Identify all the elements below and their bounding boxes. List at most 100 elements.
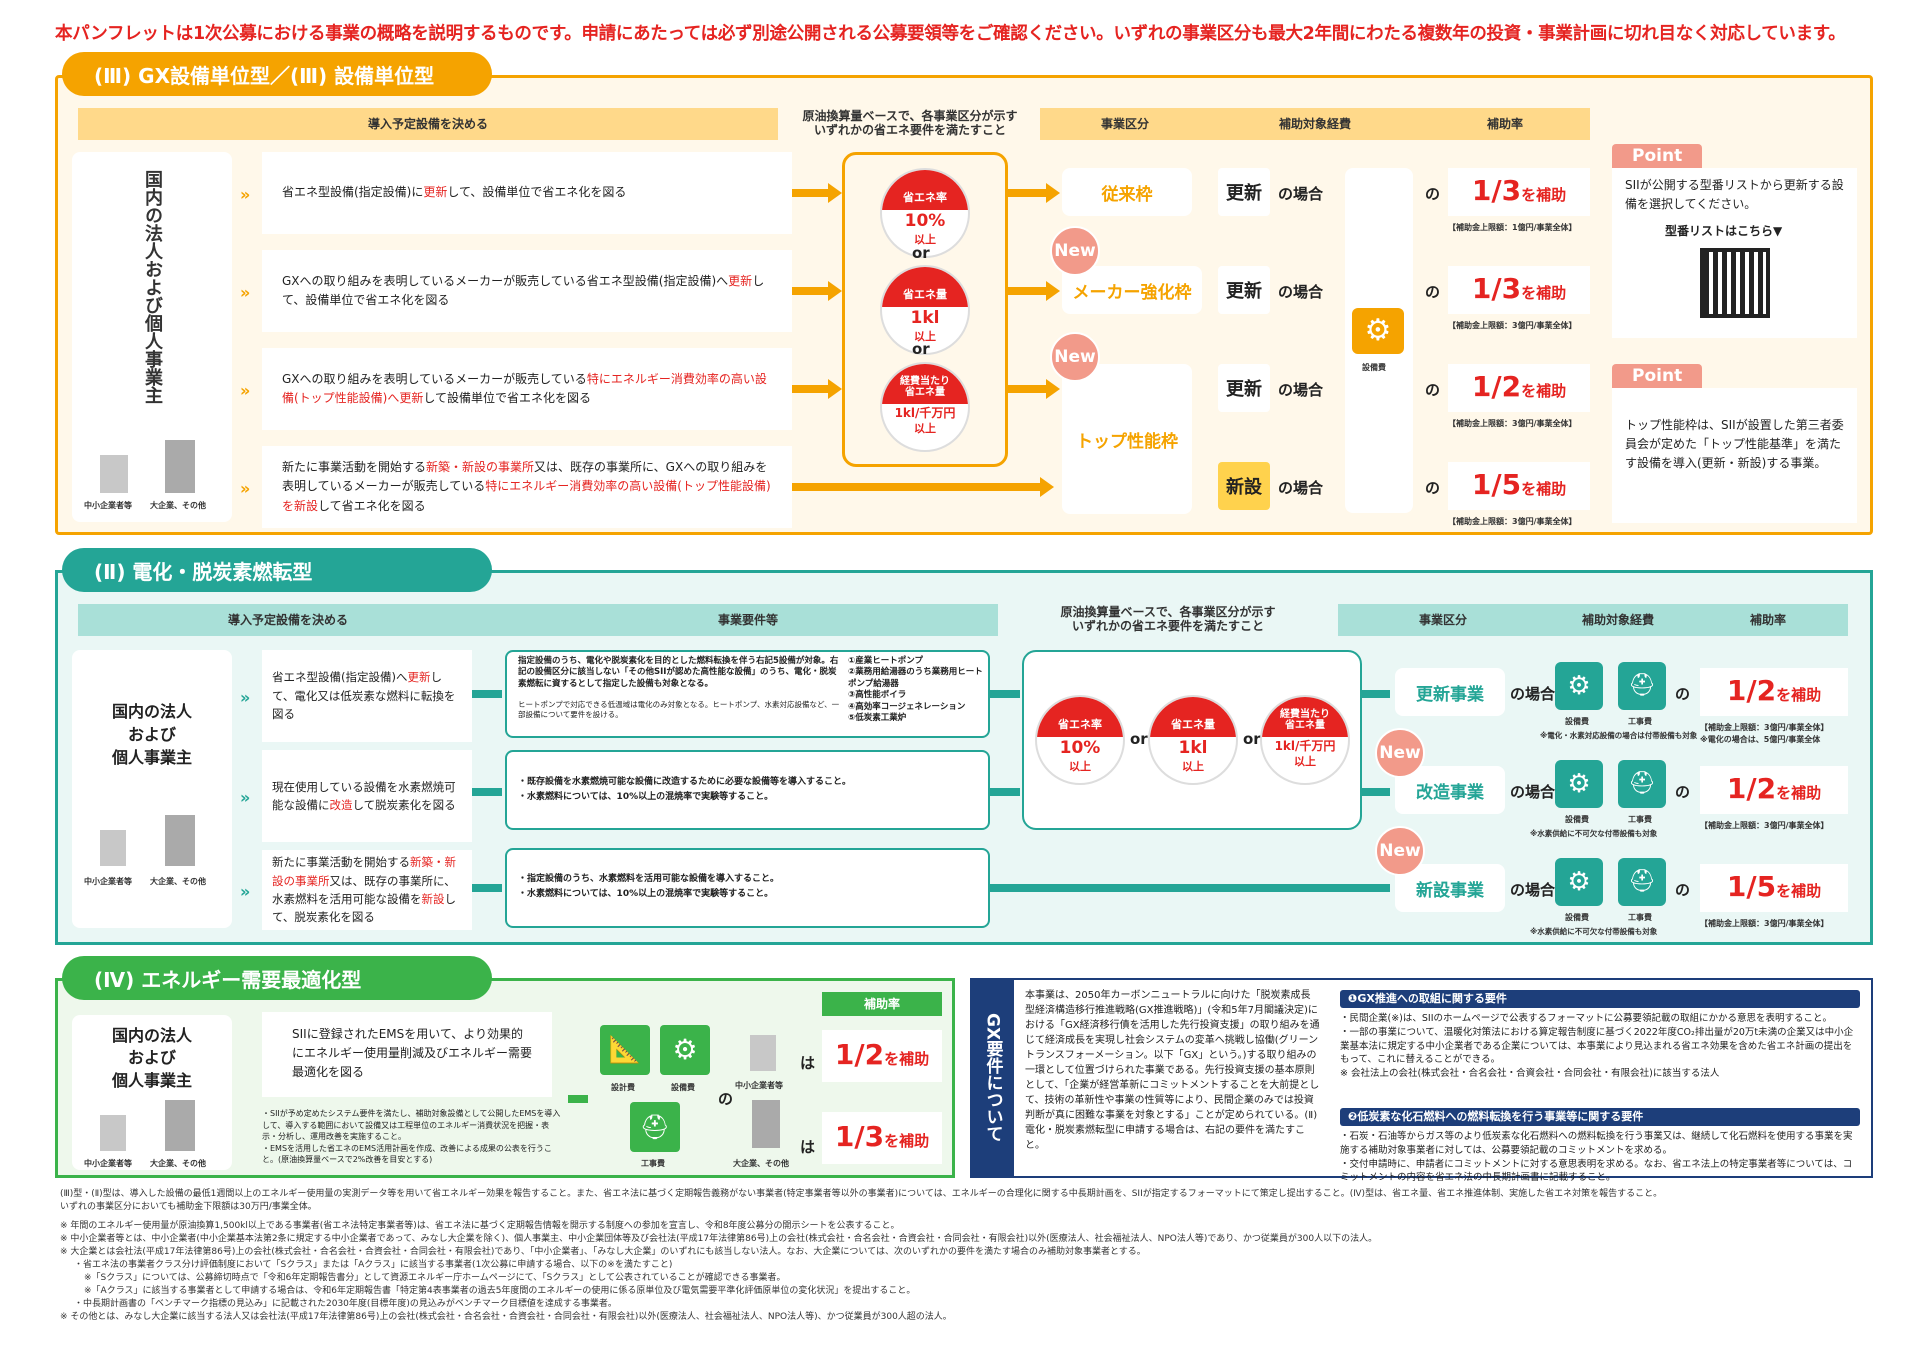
s2-req-2-text: ・既存設備を水素燃焼可能な設備に改造するために必要な設備等を導入すること。・水素… bbox=[518, 777, 852, 803]
gear-icon: ⚙ bbox=[1555, 760, 1603, 808]
point-1-link[interactable]: 型番リストはこちら▼ bbox=[1665, 224, 1783, 238]
point-2-box bbox=[1612, 388, 1857, 523]
chevron-icon: » bbox=[240, 882, 251, 901]
cat-update: 更新事業 bbox=[1395, 668, 1505, 716]
chevron-icon: » bbox=[240, 788, 251, 807]
s2-rate-cap-1: 【補助金上限額：3億円/事業全体】 bbox=[1700, 723, 1829, 732]
cost-label: 工事費 bbox=[1628, 717, 1652, 726]
s2-header-category: 事業区分 bbox=[1338, 604, 1548, 636]
s2-header-business: 事業要件等 bbox=[498, 604, 998, 636]
chevron-icon: » bbox=[240, 185, 251, 204]
gx-side-label: GX要件について bbox=[972, 980, 1014, 1176]
point-1-text: SIIが公開する型番リストから更新する設備を選択してください。 bbox=[1625, 178, 1844, 211]
s2-rate-note-1: ※電化の場合は、5億円/事業全体 bbox=[1700, 735, 1821, 744]
cat-standard: 従来枠 bbox=[1062, 168, 1192, 216]
large-label: 大企業、その他 bbox=[150, 877, 206, 886]
s3-rate-cap-2: 【補助金上限額：3億円/事業全体】 bbox=[1448, 321, 1577, 330]
cat-new: 新設事業 bbox=[1395, 864, 1505, 912]
s3-applicant-text: 国内の法人および個人事業主 bbox=[142, 170, 163, 404]
footnote: ※ 年間のエネルギー使用量が原油換算1,500kl以上である事業者(省エネ法特定… bbox=[60, 1221, 900, 1232]
s2-cost-note-3: ※水素供給に不可欠な付帯設備も対象 bbox=[1530, 927, 1658, 936]
arrow-bar bbox=[568, 1095, 588, 1103]
arrow-head bbox=[828, 183, 842, 203]
qr-code-icon[interactable] bbox=[1700, 248, 1770, 318]
building-small-icon bbox=[100, 1115, 126, 1151]
new-badge: New bbox=[1050, 332, 1100, 382]
chevron-icon: » bbox=[240, 688, 251, 707]
arrow-head bbox=[1046, 183, 1060, 203]
s3-applicant-box bbox=[72, 152, 232, 522]
s4-who-1: 中小企業者等 bbox=[735, 1081, 783, 1090]
building-large-icon bbox=[165, 440, 195, 493]
s2-row-3: 新たに事業活動を開始する新築・新設の事業所又は、既存の事業所に、水素燃料を活用可… bbox=[262, 850, 472, 930]
building-small-icon bbox=[100, 830, 126, 866]
arrow-head bbox=[1046, 379, 1060, 399]
or-label: or bbox=[912, 340, 930, 358]
footnote: いずれの事業区分においても補助金下限額は30万円/事業全体。 bbox=[60, 1202, 317, 1213]
s2-rate-cap-3: 【補助金上限額：3億円/事業全体】 bbox=[1700, 919, 1829, 928]
cost-label: 設備費 bbox=[1565, 913, 1589, 922]
footnote: ※「Aクラス」に該当する事業者として申請する場合は、令和6年定期報告書「特定第4… bbox=[84, 1286, 916, 1297]
gear-icon: ⚙ bbox=[1555, 662, 1603, 710]
case-label: の場合 bbox=[1278, 479, 1324, 497]
cost-label: 設備費 bbox=[1565, 815, 1589, 824]
arrow-bar bbox=[792, 287, 830, 295]
s2-req-1-text: 指定設備のうち、電化や脱炭素化を目的とした燃料転換を伴う右記5設備が対象。右記の… bbox=[518, 656, 839, 689]
chevron-icon: » bbox=[240, 479, 251, 498]
footnotes: (Ⅲ)型・(Ⅱ)型は、導入した設備の最低1週間以上のエネルギー使用量の実測データ… bbox=[60, 1188, 1870, 1324]
no-label: の bbox=[1425, 381, 1441, 399]
arrow-head bbox=[828, 281, 842, 301]
s2-applicant-text: 国内の法人 および 個人事業主 bbox=[111, 702, 192, 768]
footnote: ※ 大企業とは会社法(平成17年法律第86号)上の会社(株式会社・合名会社・合資… bbox=[60, 1247, 1146, 1258]
s3-row-1: 省エネ型設備(指定設備)に更新して、設備単位で省エネ化を図る bbox=[262, 152, 792, 234]
gear-icon: ⚙ bbox=[1352, 308, 1404, 354]
new-badge: New bbox=[1050, 226, 1100, 276]
arrow-bar bbox=[472, 690, 502, 698]
arrow-bar bbox=[792, 483, 1042, 491]
arrow-bar bbox=[472, 788, 502, 796]
arrow-bar bbox=[1362, 788, 1390, 796]
footnote: ※「Sクラス」については、公募締切時点で「令和6年定期報告書分」として資源エネル… bbox=[84, 1273, 786, 1284]
s4-applicant-box bbox=[72, 1015, 232, 1170]
s3-row-3: GXへの取り組みを表明しているメーカーが販売している特にエネルギー消費効率の高い… bbox=[262, 348, 792, 430]
sme-label: 中小企業者等 bbox=[84, 501, 132, 510]
s4-who-2: 大企業、その他 bbox=[733, 1159, 789, 1168]
arrow-bar bbox=[1008, 385, 1048, 393]
arrow-bar bbox=[990, 884, 1390, 892]
arrow-bar bbox=[1362, 690, 1390, 698]
arrow-bar bbox=[792, 385, 830, 393]
large-label: 大企業、その他 bbox=[150, 1159, 206, 1168]
case-label: の場合 bbox=[1510, 685, 1556, 703]
s3-row-4: 新たに事業活動を開始する新築・新設の事業所又は、既存の事業所に、GXへの取り組み… bbox=[262, 446, 792, 528]
no-label: の bbox=[1425, 479, 1441, 497]
no-label: の bbox=[1675, 881, 1691, 899]
or-label: or bbox=[1130, 730, 1148, 748]
s3-header-cost: 補助対象経費 bbox=[1210, 108, 1420, 140]
case-label: の場合 bbox=[1278, 283, 1324, 301]
kind-update: 更新 bbox=[1218, 266, 1270, 314]
s2-req-box-2 bbox=[505, 750, 990, 830]
point-tag: Point bbox=[1612, 144, 1703, 168]
arrow-bar bbox=[1008, 189, 1048, 197]
building-small-icon bbox=[750, 1035, 776, 1071]
s2-req-1-note: ヒートポンプで対応できる低温域は電化のみ対象となる。ヒートポンプ、水素対応設備な… bbox=[518, 700, 840, 720]
point-2-text: トップ性能枠は、SIIが設置した第三者委員会が定めた「トップ性能基準」を満たす設… bbox=[1625, 418, 1844, 471]
section-2-title: (Ⅱ) 電化・脱炭素燃転型 bbox=[62, 548, 492, 592]
s3-rate-cap-1: 【補助金上限額：1億円/事業全体】 bbox=[1448, 223, 1577, 232]
building-large-icon bbox=[752, 1100, 780, 1148]
gx-h1: ❶GX推進への取組に関する要件 bbox=[1340, 990, 1860, 1008]
s4-rate-header: 補助率 bbox=[822, 992, 942, 1016]
s2-header-requirement: 原油換算量ベースで、各事業区分が示す いずれかの省エネ要件を満たすこと bbox=[1060, 604, 1276, 633]
arrow-bar bbox=[1008, 287, 1048, 295]
arrow-bar bbox=[472, 884, 502, 892]
